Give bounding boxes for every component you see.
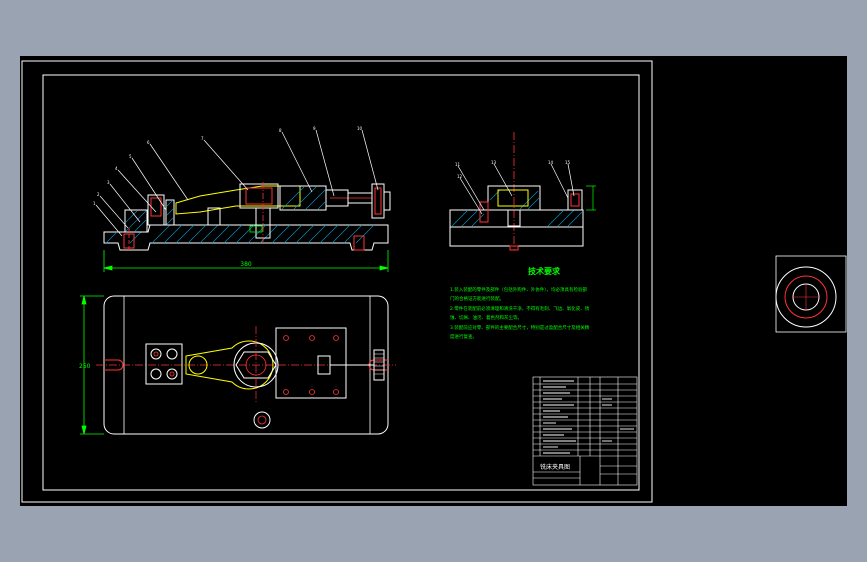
svg-text:5: 5 (129, 154, 132, 159)
svg-text:3: 3 (107, 180, 110, 185)
tech-requirement-line: 门的合格证方能进行装配。 (450, 295, 504, 302)
tech-requirement-line: 蚀、切屑、油污、着色剂和灰尘等。 (450, 314, 522, 321)
base-plate-hatching (105, 224, 375, 244)
tech-requirements-heading: 技术要求 (528, 266, 561, 276)
workpiece-outline (175, 185, 301, 215)
svg-text:13: 13 (491, 160, 497, 165)
tech-requirement-line: 度进行复查。 (450, 333, 477, 340)
width-dimension-line (80, 295, 104, 435)
front-view-balloons: 12 3 4 5 6 7 8 9 10 (93, 126, 363, 206)
front-view-leaders (95, 129, 379, 237)
svg-text:4: 4 (115, 166, 118, 171)
svg-text:12: 12 (457, 174, 463, 179)
svg-text:7: 7 (201, 136, 204, 141)
top-plan-view: 250 (79, 295, 396, 435)
tech-requirement-line: 1.装入装配的零件及部件（包括外购件、外协件），均必须具有检验部 (450, 286, 588, 293)
technical-requirements: 技术要求 1.装入装配的零件及部件（包括外购件、外协件），均必须具有检验部 门的… (450, 266, 590, 340)
front-section-view: 380 (103, 182, 391, 272)
side-view-leaders (457, 163, 575, 215)
svg-text:8: 8 (279, 128, 282, 133)
tech-requirement-line: 2.零件在装配前必须清理和清洗干净，不得有毛刺、飞边、氧化皮、锈 (450, 305, 590, 312)
svg-text:10: 10 (357, 126, 363, 131)
drawing-paper (20, 56, 847, 506)
sheet-outer-border (21, 60, 653, 503)
svg-text:9: 9 (313, 126, 316, 131)
base-plate-outline (103, 224, 389, 251)
svg-text:11: 11 (455, 162, 461, 167)
svg-text:15: 15 (565, 160, 571, 165)
title-block (532, 376, 638, 486)
workpiece-plan-outline (185, 340, 274, 390)
svg-text:1: 1 (93, 201, 96, 206)
overall-width-label: 250 (79, 363, 91, 370)
overall-length-label: 380 (240, 261, 252, 268)
side-view-balloons: 11 12 13 14 15 (455, 160, 571, 179)
side-section-view (449, 132, 596, 251)
sheet-inner-border (42, 74, 640, 491)
svg-text:14: 14 (548, 160, 554, 165)
svg-text:6: 6 (147, 140, 150, 145)
drawing-name: 铣床夹具图 (540, 463, 570, 471)
tech-requirement-line: 3.装配前应对零、部件的主要配合尺寸，特别是过盈配合尺寸及相关精 (450, 324, 590, 331)
length-dimension-line (103, 250, 389, 272)
detail-view (775, 255, 847, 333)
svg-text:2: 2 (97, 192, 100, 197)
